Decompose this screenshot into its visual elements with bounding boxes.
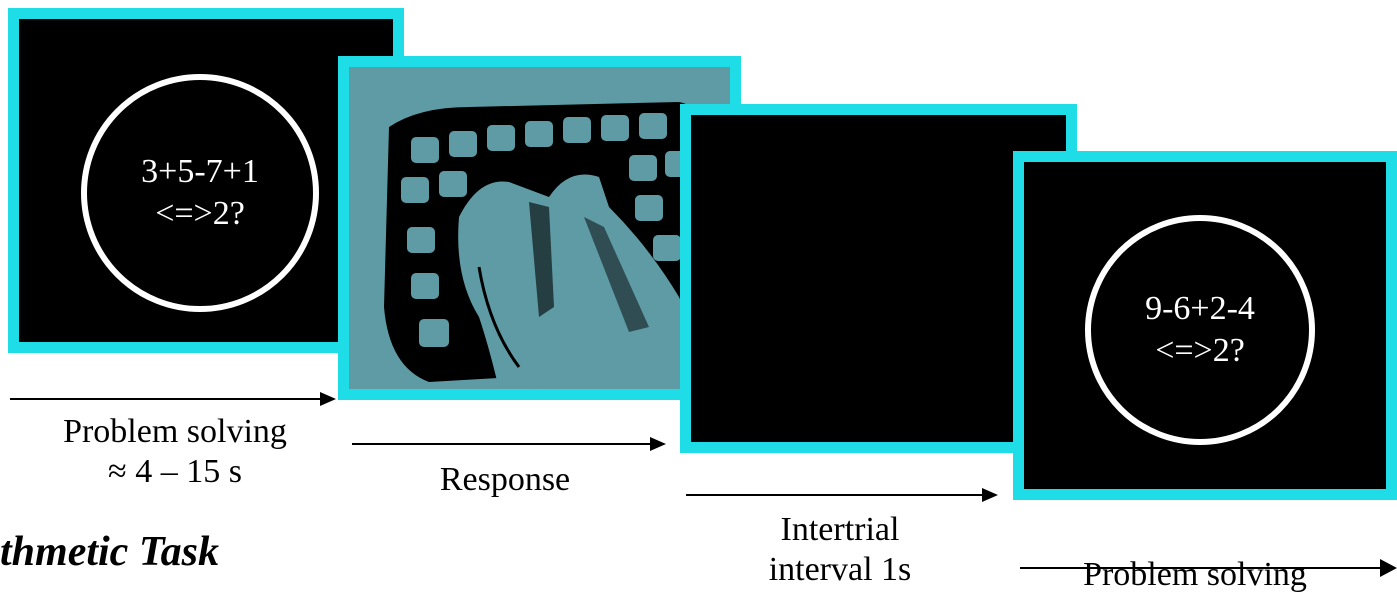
stage-label-problem-solving-2: Problem solving xyxy=(1045,555,1345,595)
stimulus-circle-1: 3+5-7+1 <=>2? xyxy=(81,74,319,312)
stimulus-question-1: <=>2? xyxy=(155,195,245,232)
stimulus-question-2: <=>2? xyxy=(1155,332,1245,369)
stage-label-intertrial: Intertrial interval 1s xyxy=(730,510,950,590)
stage-name-2: Response xyxy=(439,461,571,498)
keyboard-hand-image xyxy=(384,102,709,389)
stage-duration-1: ≈ 4 – 15 s xyxy=(108,453,242,490)
stage-name-3: Intertrial xyxy=(780,511,900,548)
stage-name-1: Problem solving xyxy=(63,413,287,450)
stage-duration-3: interval 1s xyxy=(768,551,912,588)
stage-label-response: Response xyxy=(405,460,605,500)
stimulus-frame-2: 9-6+2-4 <=>2? xyxy=(1013,151,1397,500)
response-frame xyxy=(338,56,741,400)
stimulus-circle-2: 9-6+2-4 <=>2? xyxy=(1085,215,1315,445)
intertrial-frame xyxy=(680,104,1077,453)
stage-name-4: Problem solving xyxy=(1083,556,1307,593)
task-title: thmetic Task xyxy=(0,529,219,575)
timeline-arrow-2 xyxy=(352,437,666,451)
timeline-arrow-1 xyxy=(10,392,336,406)
stimulus-equation-1: 3+5-7+1 xyxy=(141,153,259,190)
timeline-arrow-4 xyxy=(1020,559,1397,577)
stage-label-problem-solving-1: Problem solving ≈ 4 – 15 s xyxy=(20,412,330,492)
timeline-arrow-3 xyxy=(686,488,998,502)
stimulus-equation-2: 9-6+2-4 xyxy=(1145,290,1255,327)
